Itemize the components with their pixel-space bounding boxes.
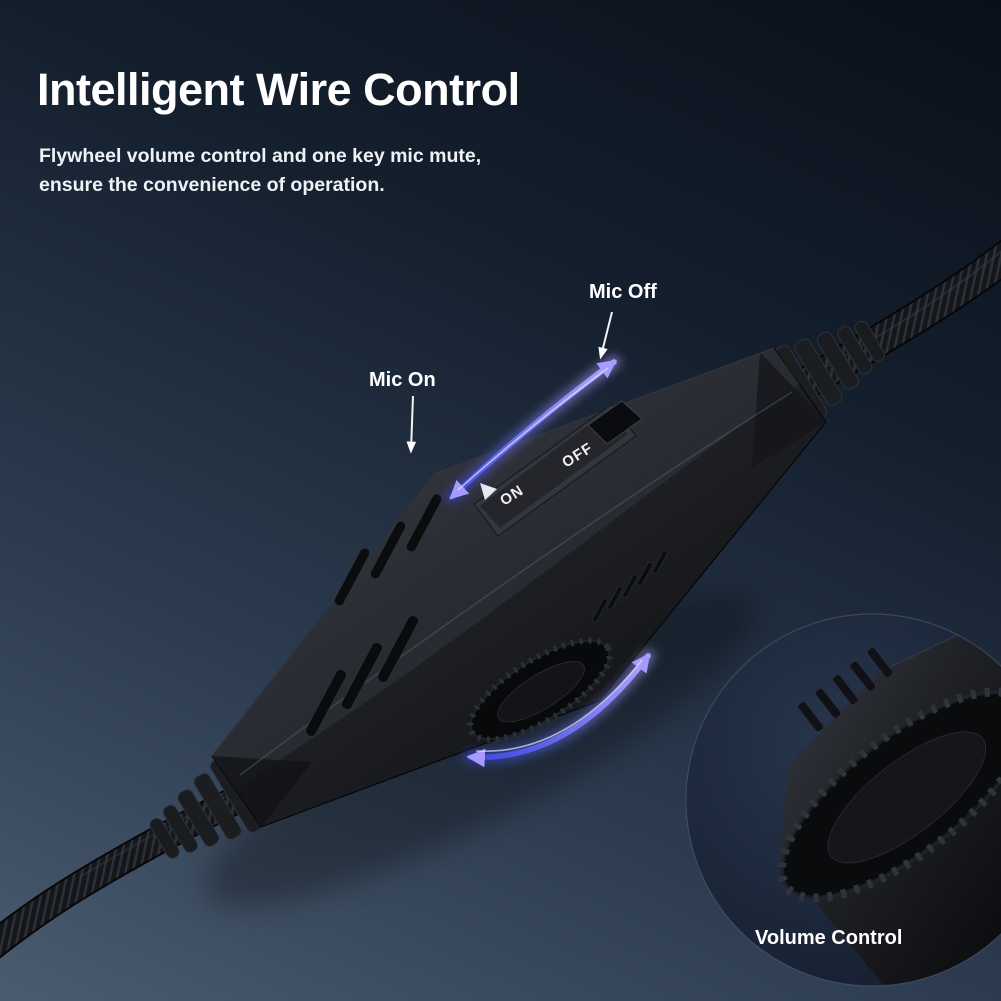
edge-ribs — [592, 549, 668, 623]
zoom-inset — [685, 613, 1001, 987]
callout-label-volume-control: Volume Control — [755, 927, 903, 949]
grip-grooves-lower — [305, 615, 419, 737]
callout-label-mic-off: Mic Off — [589, 281, 657, 303]
callout-line-mic-off — [598, 311, 613, 360]
zoom-inset-ribs — [797, 647, 894, 733]
zoom-inset-wheel — [777, 687, 1001, 903]
volume-rotate-arrow-icon — [463, 649, 655, 768]
callout-label-mic-on: Mic On — [369, 369, 436, 391]
subtitle-line-2: ensure the convenience of operation. — [39, 174, 385, 197]
mic-switch-arrow-icon — [445, 355, 621, 504]
callout-line-mic-on — [406, 395, 417, 454]
strain-relief-top — [773, 320, 885, 422]
subtitle: Flywheel volume control and one key mic … — [39, 142, 481, 201]
grip-grooves-upper — [333, 493, 443, 607]
subtitle-line-1: Flywheel volume control and one key mic … — [39, 145, 482, 167]
page-title: Intelligent Wire Control — [37, 64, 520, 115]
strain-relief-bottom — [149, 756, 264, 859]
